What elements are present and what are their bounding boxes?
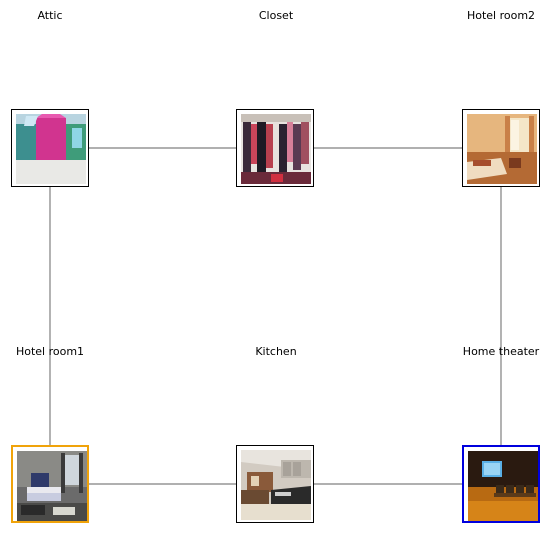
label-hotel-room2: Hotel room2 (466, 9, 536, 22)
node-kitchen[interactable] (236, 445, 314, 523)
node-hotel-room2[interactable] (462, 109, 540, 187)
hotel-room-photo-icon (467, 114, 537, 184)
home-theater-photo-icon (468, 451, 538, 521)
node-hotel-room1[interactable] (11, 445, 89, 523)
node-home-theater[interactable] (462, 445, 540, 523)
node-closet[interactable] (236, 109, 314, 187)
label-hotel-room1: Hotel room1 (15, 345, 85, 358)
label-home-theater: Home theater (462, 345, 540, 358)
closet-photo-icon (241, 114, 311, 184)
attic-photo-icon (16, 114, 86, 184)
hotel-bedroom-photo-icon (17, 451, 87, 521)
kitchen-photo-icon (241, 450, 311, 520)
label-attic: Attic (37, 9, 63, 22)
label-kitchen: Kitchen (255, 345, 297, 358)
node-attic[interactable] (11, 109, 89, 187)
label-closet: Closet (258, 9, 294, 22)
